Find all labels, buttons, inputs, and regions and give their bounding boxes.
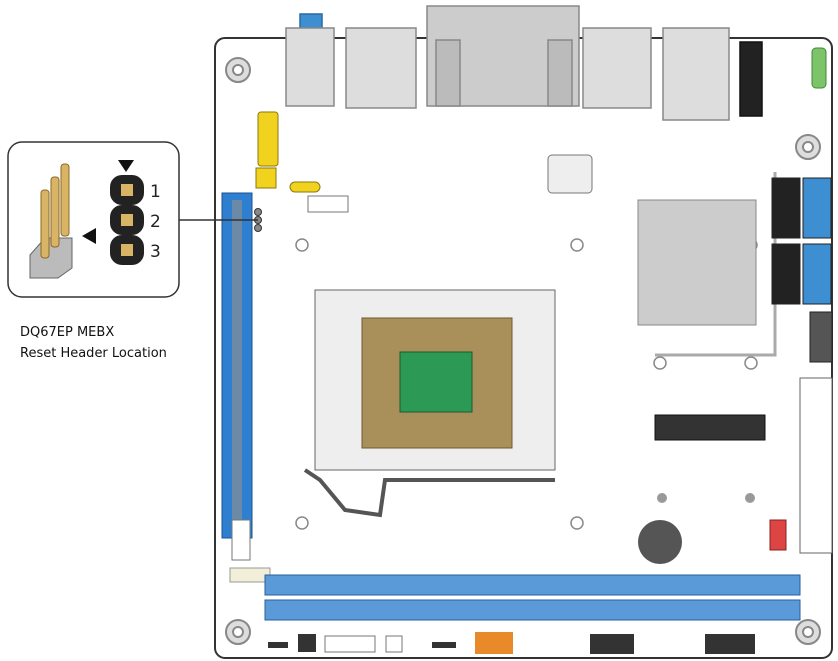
red-header: [769, 519, 787, 551]
board-model: DQ67EP MEBX: [20, 325, 115, 340]
header-3d-illustration: [29, 163, 73, 279]
pin1-arrow: [118, 160, 134, 172]
cpu-die: [399, 351, 473, 413]
cmos-battery: [638, 520, 682, 564]
socket-lever: [303, 468, 555, 518]
dimm-latch: [229, 567, 271, 583]
mini-pcie-slot: [654, 414, 766, 441]
bottom-headers: [268, 632, 755, 654]
header-pins-top-view: [110, 175, 144, 265]
pcie-latch: [231, 519, 251, 561]
atx-power-connector: [799, 377, 833, 554]
atx-12v-connector: [547, 154, 593, 194]
pcie-slot-contacts: [232, 200, 242, 530]
pin-label-1: 1: [150, 182, 161, 202]
mounting-holes: [225, 57, 821, 645]
sata-ports: [771, 177, 832, 305]
header-description: Reset Header Location: [20, 346, 167, 361]
green-header: [811, 47, 827, 89]
fan-header: [307, 195, 349, 213]
front-panel-header: [809, 311, 833, 363]
dimm-slot-1: [264, 574, 801, 596]
reset-header-board: [254, 208, 262, 232]
dimm-slot-2: [264, 599, 801, 621]
rear-io: [285, 5, 763, 121]
pin-label-3: 3: [150, 242, 161, 262]
yellow-headers: [255, 111, 321, 193]
caption: DQ67EP MEBX Reset Header Location: [20, 322, 167, 364]
pin-indicator-arrow: [82, 228, 96, 244]
chipset-heatsink: [637, 199, 757, 326]
pin-label-2: 2: [150, 212, 161, 232]
